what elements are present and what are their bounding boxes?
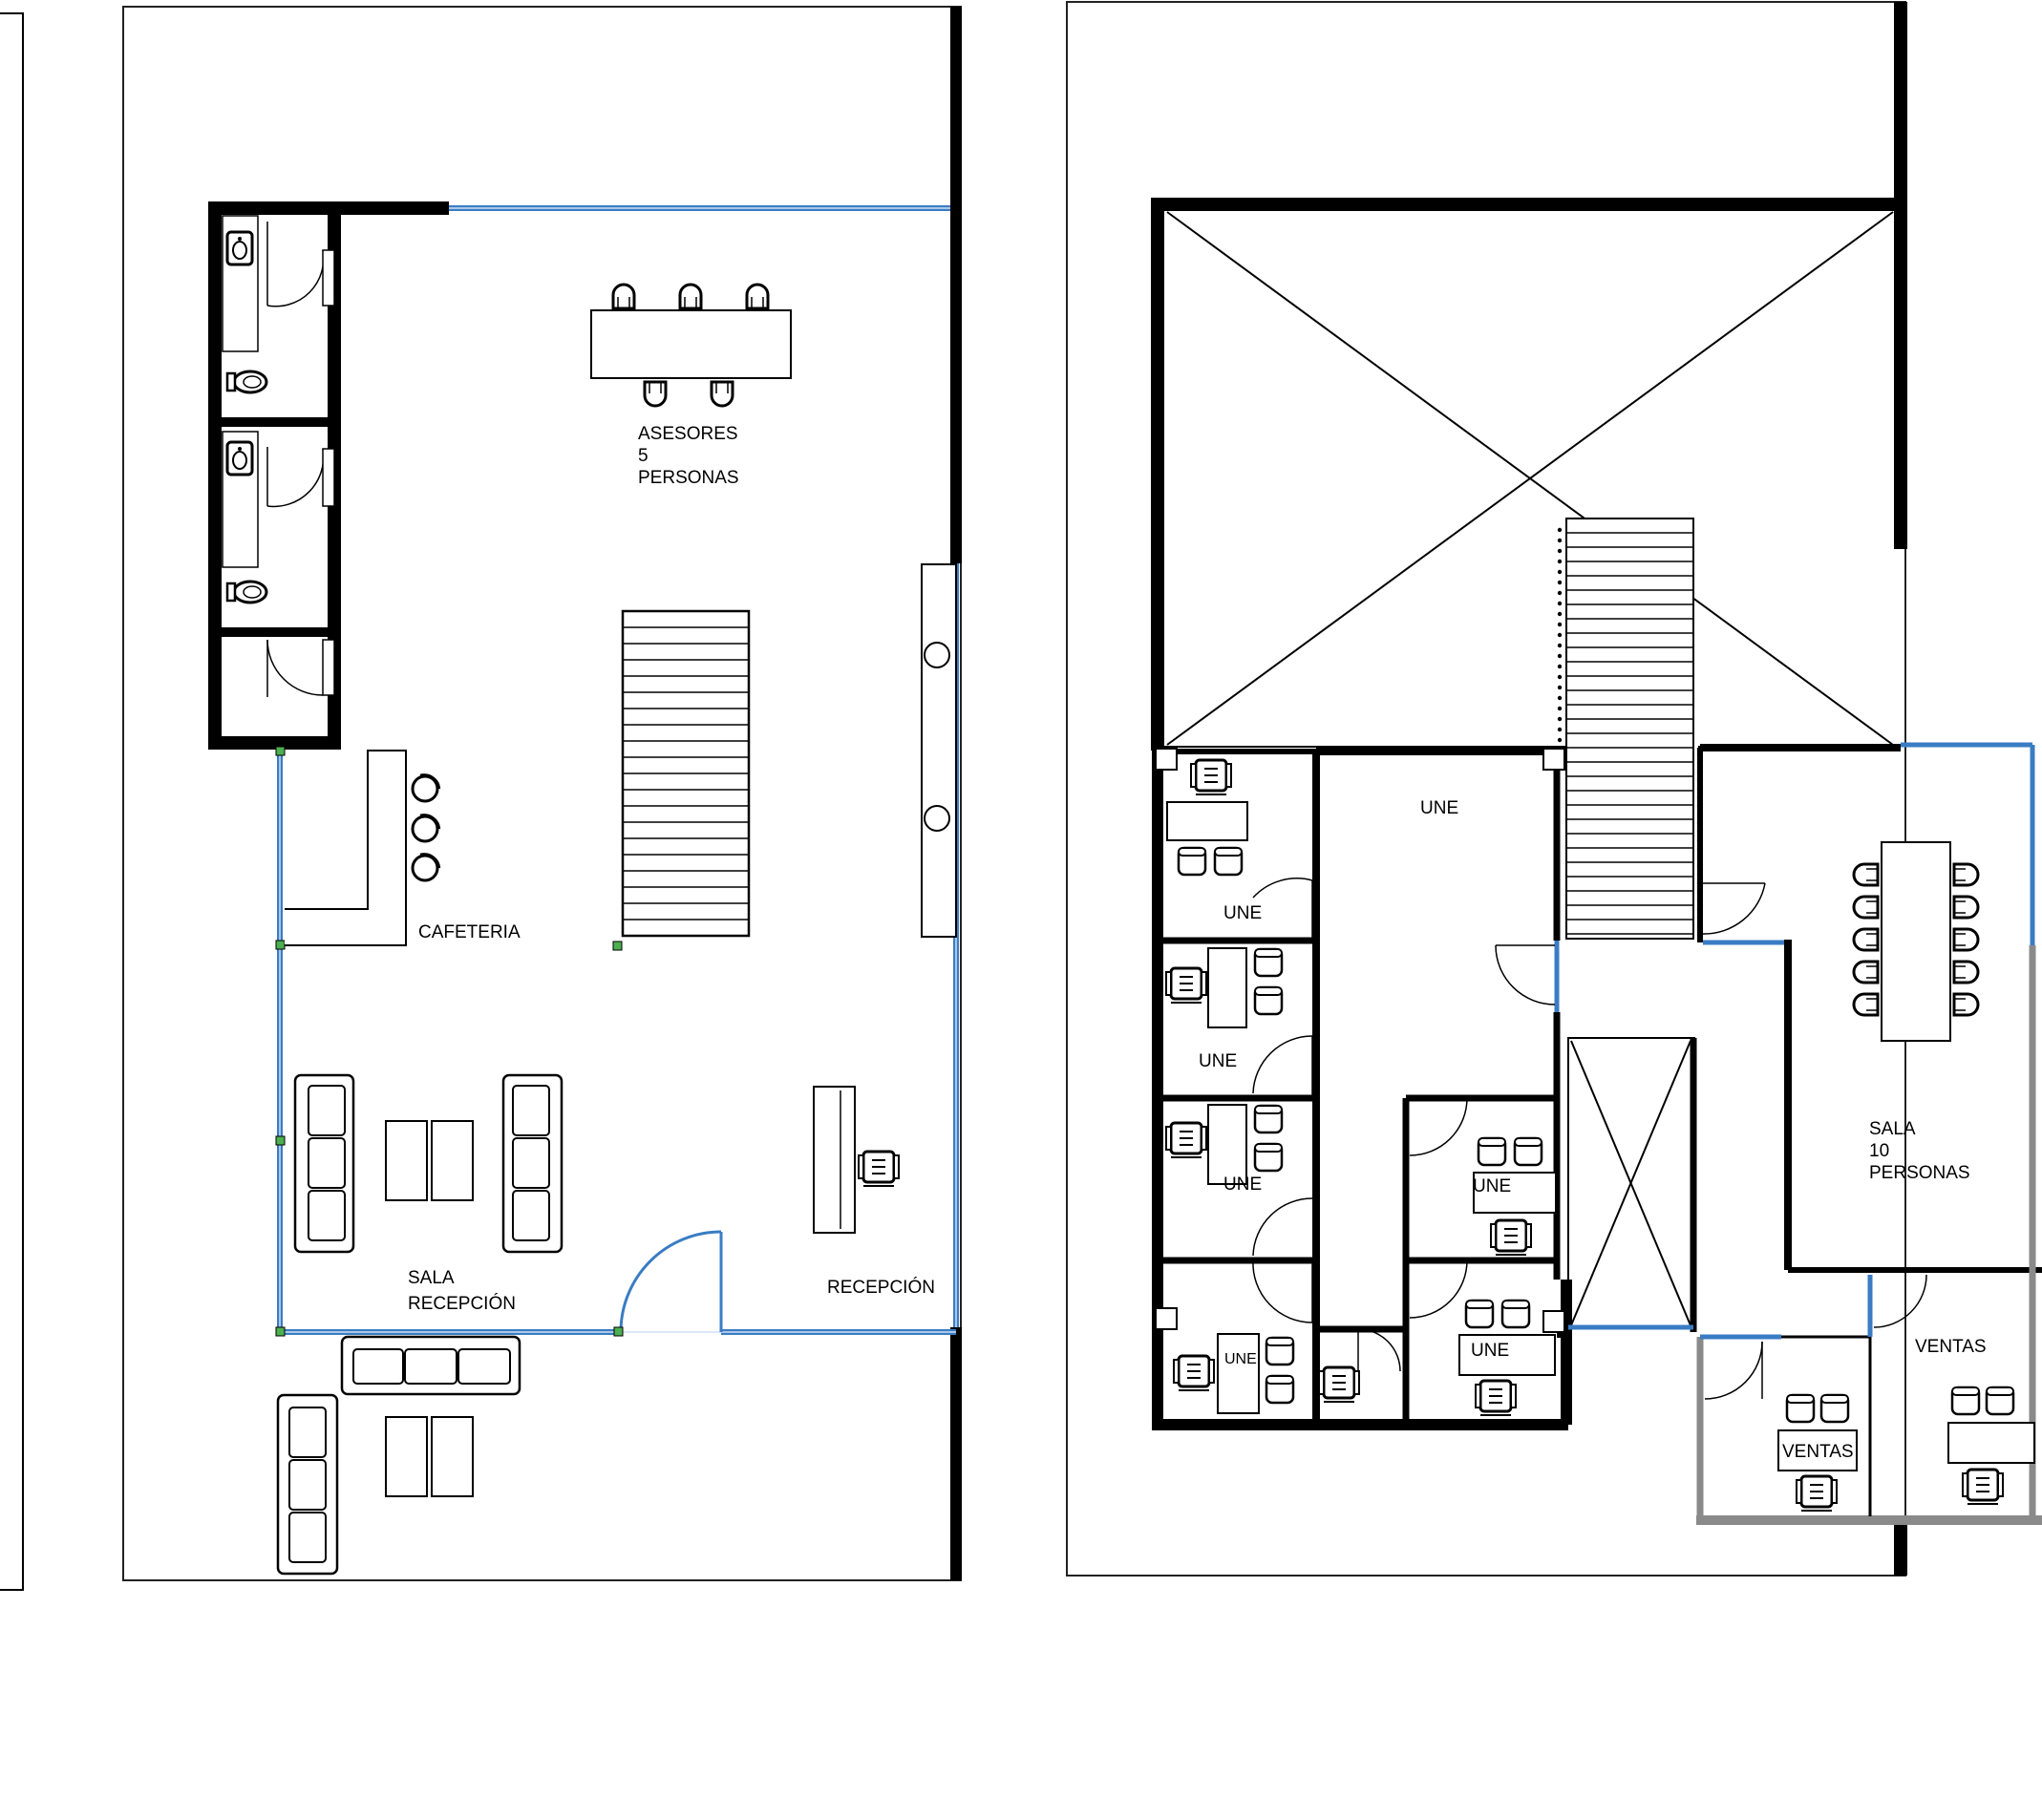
railing-dot	[1557, 559, 1563, 564]
ground-stair	[621, 609, 751, 938]
railing-dot	[1557, 548, 1563, 554]
railing-dot	[1557, 569, 1563, 575]
advisors-label-3: PERSONAS	[638, 468, 739, 488]
cafeteria-label: CAFETERIA	[418, 922, 521, 942]
une-office-1-label: UNE	[1223, 903, 1262, 923]
sales-left-label: VENTAS	[1782, 1442, 1854, 1462]
railing-dot	[1557, 590, 1563, 596]
railing-dot	[1557, 653, 1563, 659]
une-office-5-label: UNE	[1473, 1176, 1511, 1196]
advisors-label-2: 5	[638, 446, 649, 466]
advisors-label-1: ASESORES	[638, 424, 738, 444]
railing-dot	[1557, 527, 1563, 533]
railing-dot	[1557, 706, 1563, 711]
railing-dot	[1557, 695, 1563, 701]
une-office-4-label: UNE	[1224, 1351, 1257, 1367]
railing-dot	[1557, 632, 1563, 638]
railing-dot	[1557, 716, 1563, 722]
railing-dot	[1557, 674, 1563, 680]
railing-dot	[1557, 685, 1563, 690]
lounge-label-1: SALA	[408, 1268, 455, 1288]
une-office-2-label: UNE	[1199, 1051, 1237, 1071]
railing-dot	[1557, 664, 1563, 669]
railing-dot	[1557, 538, 1563, 543]
railing-dot	[1557, 622, 1563, 627]
une-large-label: UNE	[1420, 798, 1458, 818]
sales-right-label: VENTAS	[1915, 1337, 1987, 1357]
meeting-room-label-1: SALA	[1869, 1119, 1916, 1139]
une-office-3-label: UNE	[1223, 1175, 1262, 1195]
railing-dot	[1557, 580, 1563, 585]
reception-label: RECEPCIÓN	[827, 1277, 935, 1298]
meeting-room-label-3: PERSONAS	[1869, 1163, 1970, 1183]
une-office-6-label: UNE	[1471, 1341, 1509, 1361]
railing-dot	[1557, 727, 1563, 732]
railing-dot	[1557, 643, 1563, 648]
lounge-label-2: RECEPCIÓN	[408, 1293, 516, 1314]
railing-dot	[1557, 737, 1563, 743]
railing-dot	[1557, 601, 1563, 606]
meeting-room-label-2: 10	[1869, 1141, 1889, 1161]
railing-dot	[1557, 611, 1563, 617]
